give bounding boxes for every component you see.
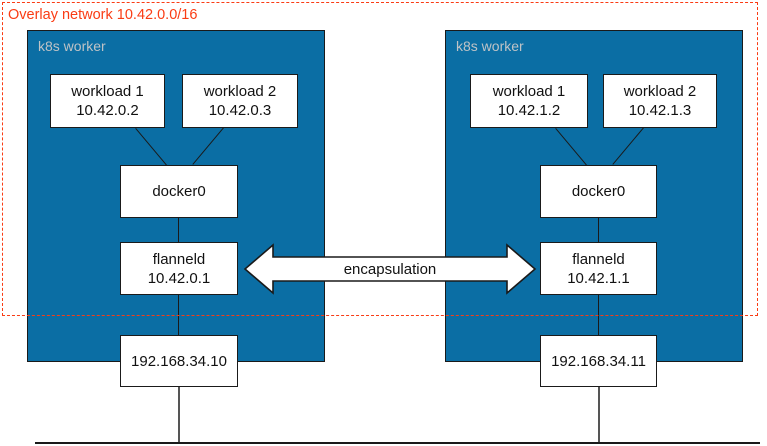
- workload-box-2-2: workload 2 10.42.1.3: [603, 74, 717, 128]
- flanneld-label: flanneld: [152, 250, 206, 268]
- docker0-label: docker0: [152, 183, 206, 200]
- docker0-label: docker0: [571, 183, 626, 200]
- workload-ip: 10.42.0.2: [76, 102, 139, 119]
- encapsulation-arrow: [243, 243, 537, 295]
- overlay-network-label: Overlay network 10.42.0.0/16: [8, 7, 198, 23]
- host-ip-box-1: 192.168.34.10: [120, 335, 238, 387]
- workload-name: workload 1: [71, 83, 144, 100]
- flanneld-box-2: flanneld 10.42.1.1: [540, 242, 657, 295]
- flanneld-label: flanneld: [572, 250, 625, 268]
- workload-ip: 10.42.0.3: [208, 102, 272, 119]
- connector-flanneld-host: [178, 294, 180, 336]
- workload-name: workload 1: [492, 83, 566, 100]
- host-ip-label: 192.168.34.10: [131, 352, 227, 370]
- workload-name: workload 2: [623, 83, 697, 100]
- physical-network-bus: [35, 442, 760, 444]
- k8s-worker-label: k8s worker: [38, 38, 106, 54]
- workload-ip: 10.42.1.2: [497, 102, 561, 119]
- docker0-box-1: docker0: [120, 165, 238, 218]
- docker0-box-2: docker0: [540, 165, 657, 218]
- k8s-worker-label: k8s worker: [456, 38, 524, 54]
- host-ip-box-2: 192.168.34.11: [540, 335, 657, 387]
- workload-box-1-2: workload 2 10.42.0.3: [182, 74, 298, 128]
- connector-host-bus: [598, 386, 600, 443]
- flanneld-ip: 10.42.1.1: [567, 269, 630, 287]
- host-ip-label: 192.168.34.11: [551, 352, 646, 370]
- workload-ip: 10.42.1.3: [628, 102, 692, 119]
- connector-docker0-flanneld: [178, 217, 180, 243]
- workload-box-1-1: workload 1 10.42.0.2: [50, 74, 165, 128]
- connector-flanneld-host: [598, 294, 600, 336]
- connector-host-bus: [178, 386, 180, 443]
- flanneld-ip: 10.42.0.1: [147, 269, 211, 287]
- connector-docker0-flanneld: [598, 217, 600, 243]
- workload-name: workload 2: [203, 83, 277, 100]
- flanneld-box-1: flanneld 10.42.0.1: [120, 242, 238, 295]
- workload-box-2-1: workload 1 10.42.1.2: [470, 74, 588, 128]
